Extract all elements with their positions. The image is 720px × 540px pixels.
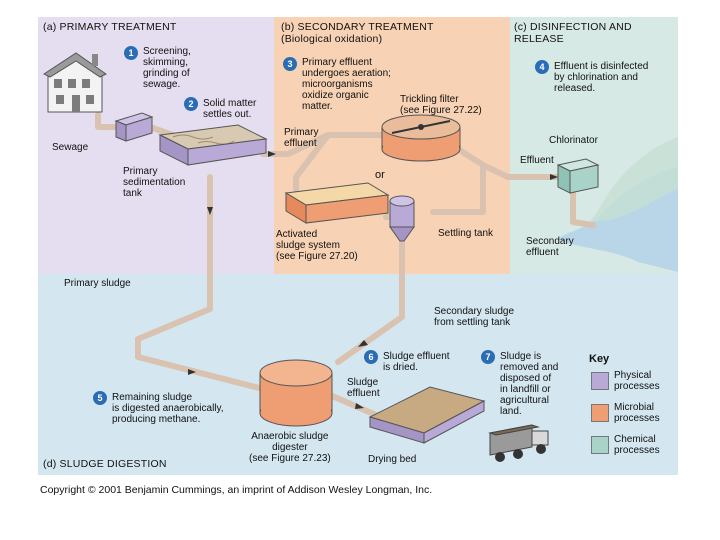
pipe-filter-to-settling	[430, 146, 486, 215]
section-title-sludge: (d) SLUDGE DIGESTION	[43, 458, 167, 470]
activated-sludge-tank	[284, 182, 390, 224]
copyright-notice: Copyright © 2001 Benjamin Cummings, an i…	[40, 484, 433, 496]
label-secondary-sludge: Secondary sludge from settling tank	[434, 306, 515, 328]
label-primary-effluent: Primary effluent	[284, 127, 319, 149]
step-5-text: Remaining sludge is digested anaerobical…	[112, 392, 224, 425]
label-sewage: Sewage	[52, 142, 89, 153]
house-illustration	[42, 52, 107, 113]
primary-sedimentation-tank	[158, 124, 268, 166]
label-secondary-effluent: Secondary effluent	[526, 236, 574, 258]
sewage-pipe	[95, 112, 121, 130]
coastline-land	[590, 137, 678, 222]
wastewater-treatment-diagram: (a) PRIMARY TREATMENT (b) SECONDARY TREA…	[38, 17, 678, 475]
sludge-effluent-pipe	[327, 392, 379, 418]
key-swatch-chemical	[591, 436, 609, 454]
chlorinator	[556, 158, 600, 194]
step-1-text: Screening, skimming, grinding of sewage.	[143, 46, 191, 90]
key-swatch-physical	[591, 372, 609, 390]
label-sludge-effluent: Sludge effluent	[347, 377, 380, 399]
pipe-to-chlorinator	[480, 162, 561, 180]
screening-unit	[114, 112, 154, 142]
step-1-badge: 1	[124, 46, 138, 60]
label-activated-sludge: Activated sludge system (see Figure 27.2…	[276, 229, 358, 262]
label-effluent: Effluent	[520, 155, 554, 166]
settling-tank	[389, 195, 415, 242]
process-illustration	[42, 52, 678, 462]
label-primary-tank: Primary sedimentation tank	[123, 166, 186, 199]
key-label-microbial: Microbial processes	[614, 402, 660, 424]
sludge-digestion-panel	[38, 274, 678, 475]
arrow-secondary-effluent	[550, 174, 558, 180]
step-4-badge: 4	[535, 60, 549, 74]
label-settling-tank: Settling tank	[438, 228, 494, 239]
label-primary-sludge: Primary sludge	[64, 278, 131, 289]
step-5-badge: 5	[93, 391, 107, 405]
step-3-badge: 3	[283, 57, 297, 71]
trickling-filter	[381, 114, 461, 162]
drying-bed	[368, 386, 486, 444]
step-4-text: Effluent is disinfected by chlorination …	[554, 61, 649, 94]
section-title-disinfection: (c) DISINFECTION AND RELEASE	[514, 21, 632, 45]
section-title-secondary: (b) SECONDARY TREATMENT (Biological oxid…	[281, 21, 434, 45]
arrow-primary-sludge	[207, 207, 213, 215]
key-label-physical: Physical processes	[614, 370, 660, 392]
pipe-branch-to-sludge-system	[293, 132, 331, 192]
key-swatch-microbial	[591, 404, 609, 422]
key-label-chemical: Chemical processes	[614, 434, 660, 456]
truck-illustration	[488, 424, 549, 462]
label-digester: Anaerobic sludge digester (see Figure 27…	[249, 431, 331, 464]
arrow-to-digester	[188, 369, 196, 375]
label-chlorinator: Chlorinator	[549, 135, 598, 146]
label-trickling-filter: Trickling filter (see Figure 27.22)	[400, 94, 482, 116]
step-7-badge: 7	[481, 350, 495, 364]
flow-arrows	[188, 151, 558, 409]
step-3-text: Primary effluent undergoes aeration; mic…	[302, 57, 391, 112]
section-title-primary: (a) PRIMARY TREATMENT	[43, 21, 177, 33]
label-drying-bed: Drying bed	[368, 454, 417, 465]
primary-sludge-pipe	[135, 174, 266, 392]
label-or: or	[375, 169, 385, 181]
secondary-sludge-pipe	[335, 236, 405, 365]
key-title: Key	[589, 353, 610, 365]
step-7-text: Sludge is removed and disposed of in lan…	[500, 351, 559, 417]
step-6-text: Sludge effluent is dried.	[383, 351, 450, 373]
anaerobic-digester	[259, 359, 333, 427]
arrow-primary-effluent	[268, 151, 276, 157]
step-6-badge: 6	[364, 350, 378, 364]
arrow-sludge-effluent	[355, 403, 364, 409]
step-2-text: Solid matter settles out.	[203, 98, 257, 120]
arrow-secondary-sludge	[358, 340, 368, 347]
step-2-badge: 2	[184, 97, 198, 111]
secondary-effluent-pipe	[570, 189, 596, 228]
